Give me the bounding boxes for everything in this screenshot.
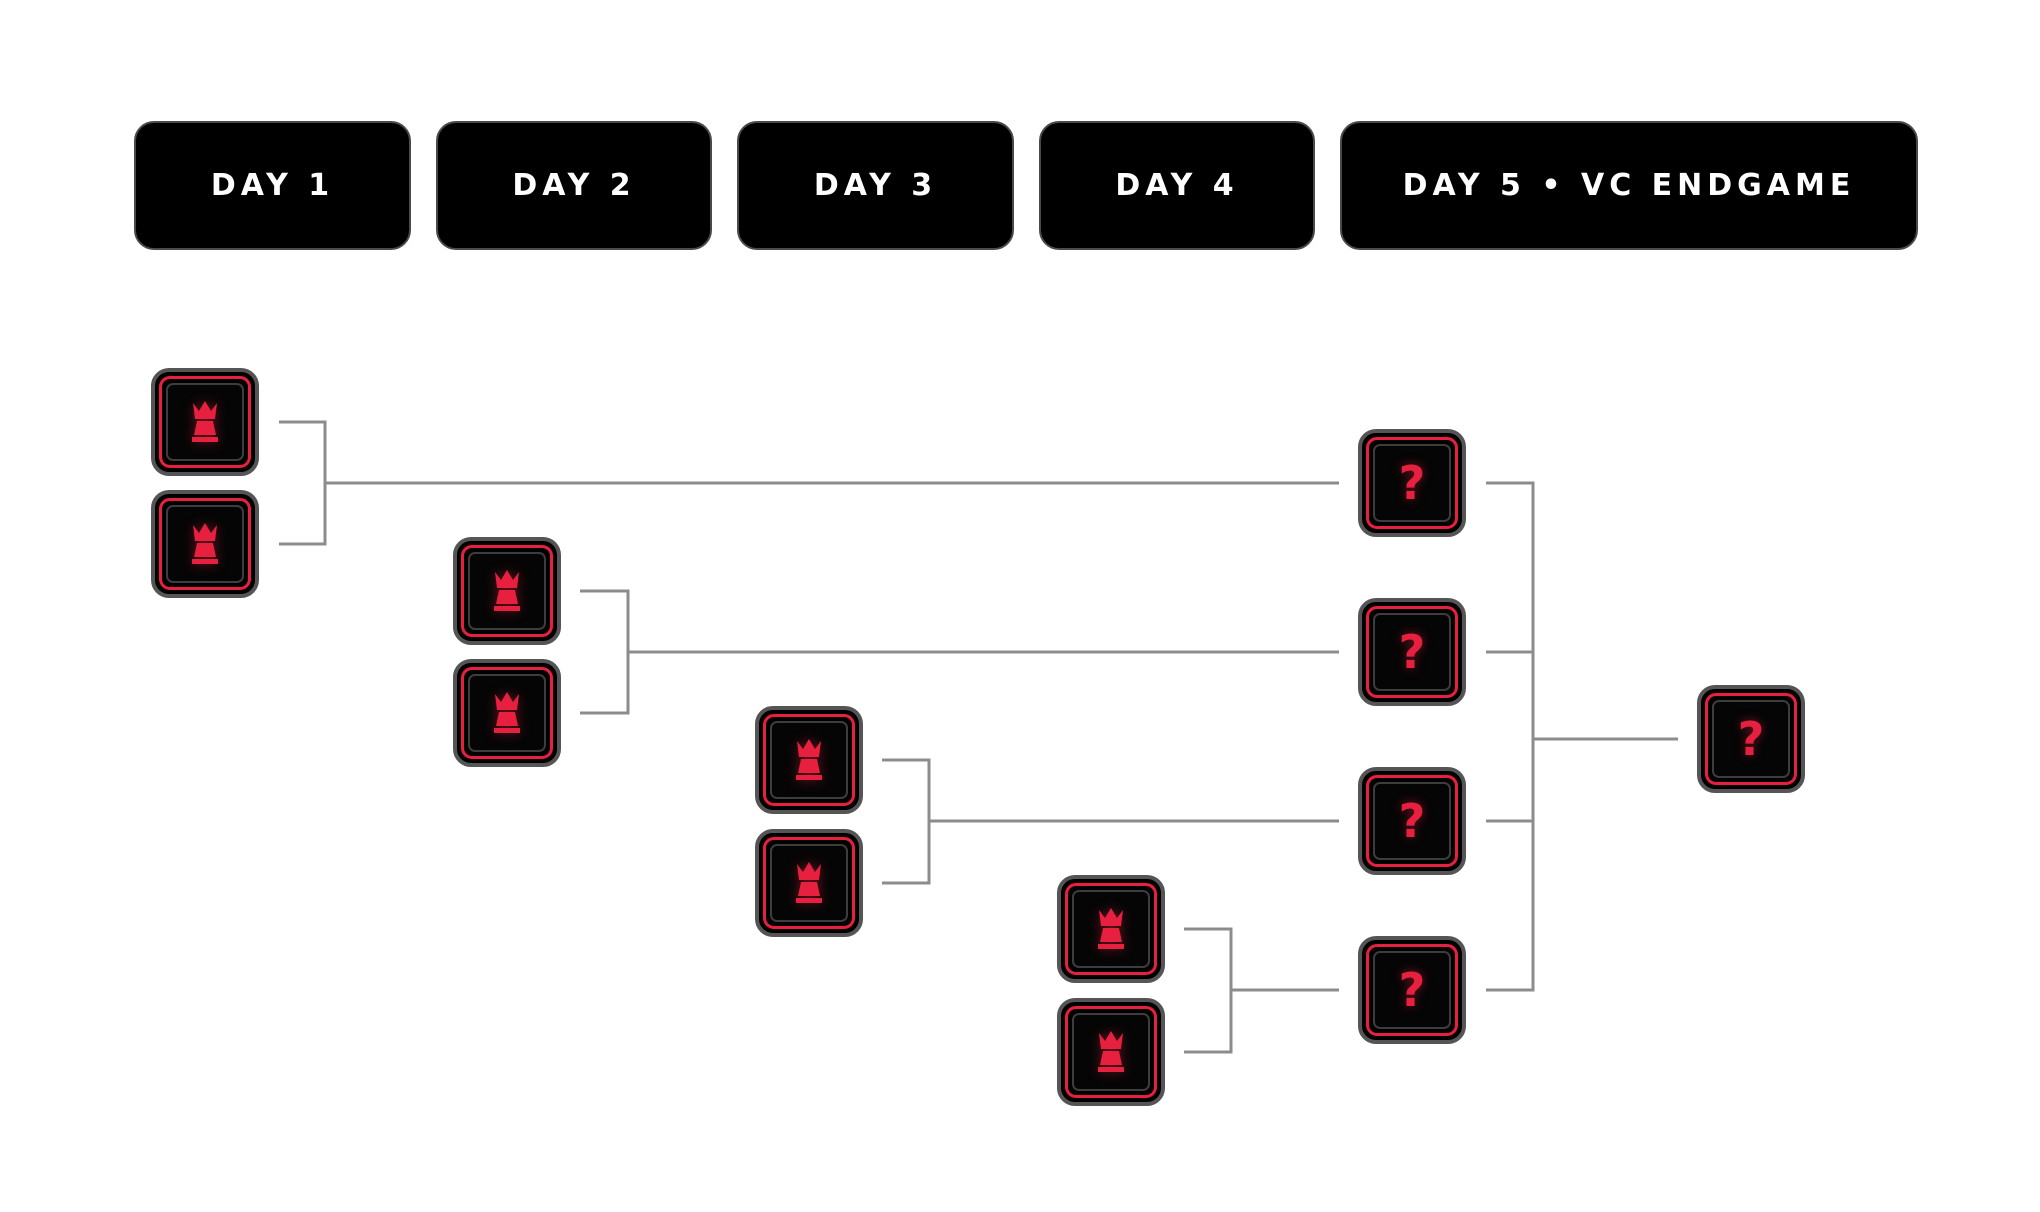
player-tile-day4-top[interactable] xyxy=(1057,875,1165,983)
question-mark-icon: ? xyxy=(1737,712,1765,766)
chess-queen-icon xyxy=(1098,908,1124,949)
player-tile-day1-top[interactable] xyxy=(151,368,259,476)
day-3-header[interactable]: DAY 3 xyxy=(737,121,1014,250)
connector-day3-pair xyxy=(882,758,1339,885)
connector-day2-pair xyxy=(580,589,1339,715)
question-mark-icon: ? xyxy=(1398,794,1426,848)
player-tile-day3-bottom[interactable] xyxy=(755,829,863,937)
connector-day4-pair xyxy=(1184,927,1339,1054)
question-mark-icon: ? xyxy=(1398,456,1426,510)
player-tile-day3-top[interactable] xyxy=(755,706,863,814)
chess-queen-icon xyxy=(796,862,822,903)
day-4-header[interactable]: DAY 4 xyxy=(1039,121,1315,250)
chess-queen-icon xyxy=(494,570,520,611)
unknown-slot-3[interactable]: ? xyxy=(1358,767,1466,875)
connector-day5-bracket xyxy=(1486,481,1678,992)
chess-queen-icon xyxy=(1098,1031,1124,1072)
day-5-header[interactable]: DAY 5 • VC ENDGAME xyxy=(1340,121,1918,250)
chess-queen-icon xyxy=(192,401,218,442)
unknown-slot-4[interactable]: ? xyxy=(1358,936,1466,1044)
chess-queen-icon xyxy=(796,739,822,780)
unknown-slot-2[interactable]: ? xyxy=(1358,598,1466,706)
question-mark-icon: ? xyxy=(1398,963,1426,1017)
day-2-header[interactable]: DAY 2 xyxy=(436,121,712,250)
chess-queen-icon xyxy=(494,692,520,733)
player-tile-day2-bottom[interactable] xyxy=(453,659,561,767)
player-tile-day2-top[interactable] xyxy=(453,537,561,645)
chess-queen-icon xyxy=(192,523,218,564)
unknown-slot-1[interactable]: ? xyxy=(1358,429,1466,537)
unknown-slot-final[interactable]: ? xyxy=(1697,685,1805,793)
day-1-header[interactable]: DAY 1 xyxy=(134,121,411,250)
question-mark-icon: ? xyxy=(1398,625,1426,679)
player-tile-day1-bottom[interactable] xyxy=(151,490,259,598)
connector-day1-pair xyxy=(279,420,1339,546)
player-tile-day4-bottom[interactable] xyxy=(1057,998,1165,1106)
